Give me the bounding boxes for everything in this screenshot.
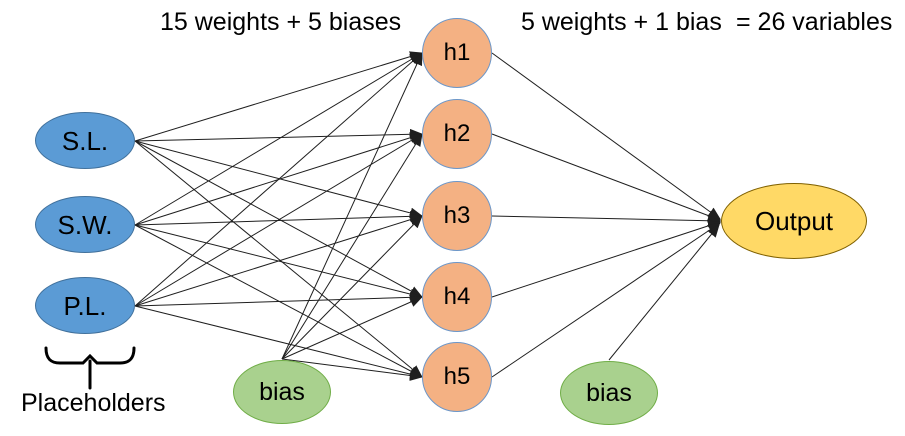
hidden-node-h5: h5	[422, 342, 492, 412]
edges-bias-hidden	[281, 52, 424, 381]
hidden-node-h3-label: h3	[443, 202, 471, 229]
bias-node-output-layer-label: bias	[586, 378, 632, 407]
edges-input-sl	[134, 51, 424, 378]
placeholders-brace	[44, 346, 136, 390]
annotation-hidden-layer-params: 15 weights + 5 biases	[160, 8, 402, 36]
input-node-sl: S.L.	[35, 112, 135, 169]
input-node-sw: S.W.	[35, 196, 135, 253]
hidden-node-h4: h4	[422, 262, 492, 332]
edge-bias-output	[608, 224, 720, 361]
edges-input-pl	[134, 52, 424, 380]
edges-hidden-output	[491, 52, 722, 378]
input-node-sl-label: S.L.	[61, 125, 109, 156]
bias-node-output-layer: bias	[560, 361, 658, 425]
output-node: Output	[721, 183, 867, 259]
input-node-sw-label: S.W.	[57, 209, 113, 240]
hidden-node-h1-label: h1	[443, 39, 471, 66]
bias-node-hidden-layer: bias	[233, 360, 331, 424]
hidden-node-h3: h3	[422, 181, 492, 251]
output-node-label: Output	[754, 206, 834, 236]
hidden-node-h1: h1	[422, 18, 492, 88]
placeholders-group-label: Placeholders	[21, 389, 166, 417]
input-node-pl: P.L.	[35, 277, 135, 334]
hidden-node-h2-label: h2	[443, 120, 471, 147]
hidden-node-h4-label: h4	[443, 283, 471, 310]
input-node-pl-label: P.L.	[63, 290, 107, 321]
annotation-output-layer-params: 5 weights + 1 bias	[521, 8, 722, 36]
annotation-total-variables: = 26 variables	[736, 8, 893, 36]
edges-input-sw	[134, 52, 424, 378]
bias-node-hidden-layer-label: bias	[259, 377, 305, 406]
hidden-node-h2: h2	[422, 99, 492, 169]
hidden-node-h5-label: h5	[443, 363, 471, 390]
